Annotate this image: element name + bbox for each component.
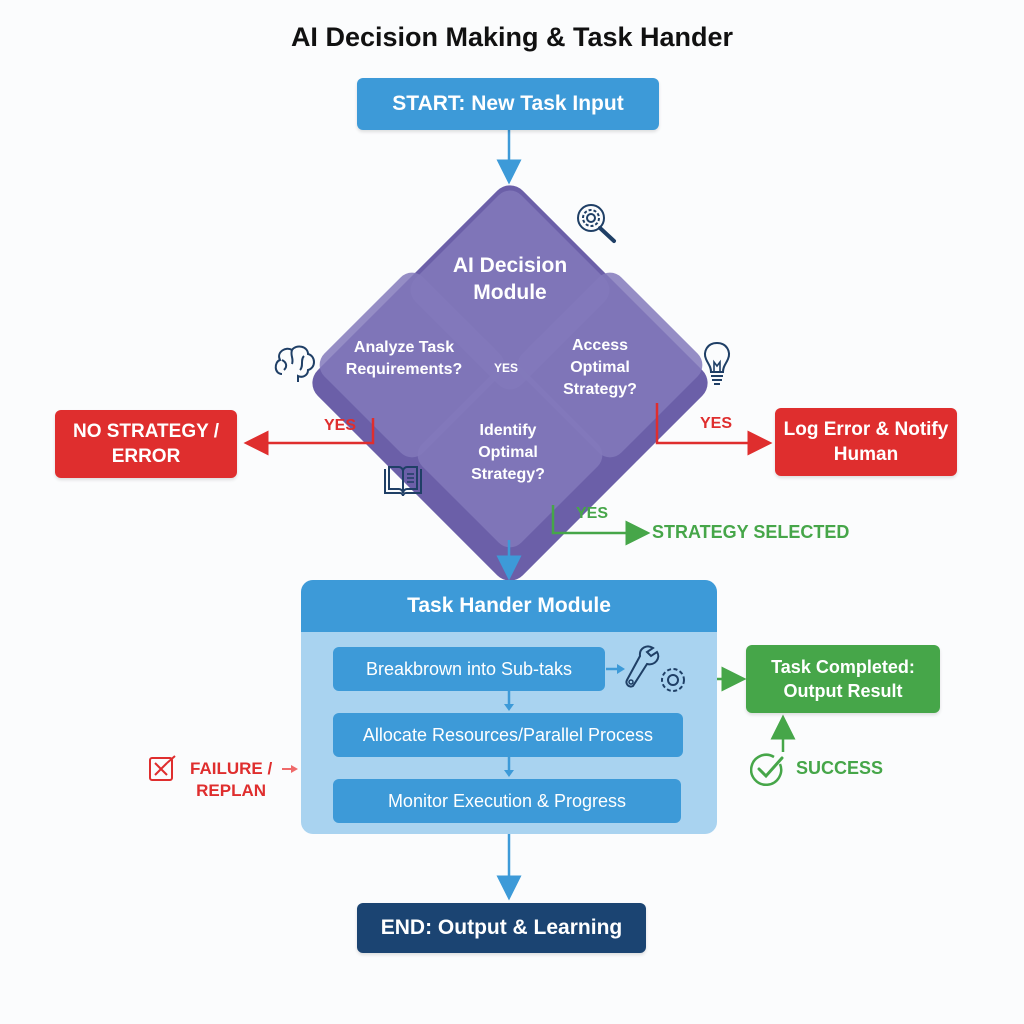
connector-left-branch [243,418,375,456]
success-label: SUCCESS [796,758,884,778]
decision-identify[interactable]: Identify Optimal Strategy? [471,422,545,483]
end-node[interactable]: END: Output & Learning [357,903,646,953]
failure-line1: FAILURE / [190,759,273,778]
decision-inner-yes: YES [493,361,518,375]
left-branch-yes: YES [324,417,357,434]
wrench-gear-icon [625,645,685,692]
connector-bottom-branch [551,505,651,546]
no-strategy-error-node[interactable]: NO STRATEGY / ERROR [55,410,237,478]
decision-analyze[interactable]: Analyze Task Requirements? [345,339,463,378]
strategy-selected-label: STRATEGY SELECTED [652,522,850,542]
decision-module-title: AI Decision Module [452,254,568,304]
right-branch-yes: YES [700,415,733,432]
step-breakdown[interactable]: Breakbrown into Sub-taks [333,647,605,691]
diamond-cell-bottom [417,362,603,548]
gear-search-icon [577,204,616,243]
task-module-title: Task Hander Module [301,580,717,632]
step-monitor[interactable]: Monitor Execution & Progress [333,779,681,823]
connector-right-branch [655,403,773,456]
brain-icon [274,345,315,382]
failure-arrow [282,765,298,773]
page-title: AI Decision Making & Task Hander [290,22,734,52]
task-handler-module: Task Hander Module Breakbrown into Sub-t… [301,580,717,834]
module-connectors [504,664,625,777]
failure-line2: REPLAN [196,781,267,800]
lightbulb-icon [704,341,730,385]
book-icon [384,466,422,497]
decision-access[interactable]: Access Optimal Strategy? [563,337,637,398]
checkmark-circle-icon [750,753,784,786]
failure-replan-label: FAILURE / REPLAN [190,758,272,802]
start-node[interactable]: START: New Task Input [357,78,659,130]
step-allocate[interactable]: Allocate Resources/Parallel Process [333,713,683,757]
task-completed-node[interactable]: Task Completed: Output Result [746,645,940,713]
x-box-icon [149,755,176,781]
log-error-node[interactable]: Log Error & Notify Human [775,408,957,476]
bottom-branch-yes: YES [576,505,609,522]
